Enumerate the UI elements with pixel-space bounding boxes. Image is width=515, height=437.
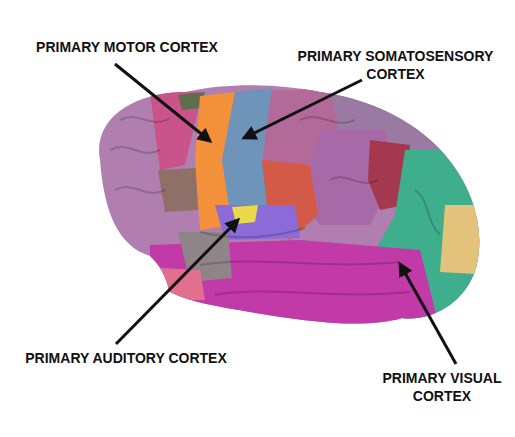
gyrus-line <box>215 291 410 295</box>
gyrus-line <box>120 117 170 122</box>
brain-regions <box>80 80 500 340</box>
leader-arrow <box>116 220 238 344</box>
region-label: PRIMARY SOMATOSENSORY CORTEX <box>283 47 508 83</box>
gyrus-line <box>110 147 160 153</box>
gyri-lines <box>110 117 440 295</box>
visual-region <box>440 205 490 275</box>
gyrus-line <box>300 117 355 123</box>
gyrus-line <box>415 190 440 235</box>
leader-arrow <box>115 64 210 141</box>
leader-arrows <box>115 64 456 364</box>
region-label: PRIMARY MOTOR CORTEX <box>22 38 232 56</box>
temporal-pole-region <box>160 268 205 300</box>
region-label: PRIMARY AUDITORY CORTEX <box>8 349 244 367</box>
leader-arrow <box>244 80 362 138</box>
gyrus-line <box>115 187 165 193</box>
sylvian-fissure <box>200 228 305 237</box>
leader-arrow <box>400 264 456 364</box>
gyrus-line <box>200 261 400 265</box>
region-label: PRIMARY VISUAL CORTEX <box>372 369 512 405</box>
brain-base <box>80 80 500 340</box>
gyrus-line <box>330 177 378 183</box>
somatosensory-region <box>222 88 272 225</box>
